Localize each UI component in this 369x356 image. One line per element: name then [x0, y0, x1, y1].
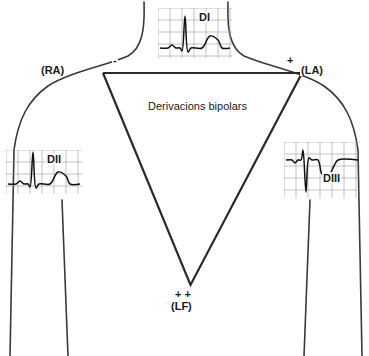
ecg-strip: DI: [158, 8, 232, 58]
lead-name: DII: [46, 153, 62, 165]
ecg-wave: [286, 150, 358, 192]
lead-name: DI: [198, 11, 211, 23]
ecg-wave: [8, 152, 80, 188]
right-arm-line: [304, 200, 310, 356]
electrode-label: (LA): [300, 64, 324, 76]
einthoven-triangle: Derivacions bipolars: [100, 70, 305, 288]
electrode-label: (LF): [170, 300, 193, 312]
ecg-grid: [284, 142, 360, 198]
right-body-outline: [228, 2, 362, 356]
ecg-wave: [160, 16, 230, 52]
ecg-strip: DII: [6, 150, 82, 194]
lead-name: DIII: [322, 172, 341, 184]
electrode-label: (RA): [40, 64, 65, 76]
left-body-outline: [10, 2, 144, 356]
ecg-grid: [158, 8, 232, 58]
polarity-sign: -: [112, 54, 118, 66]
ecg-grid: [6, 150, 82, 194]
triangle-title: Derivacions bipolars: [90, 70, 305, 112]
left-arm-line: [62, 200, 68, 356]
polarity-sign: +: [286, 54, 294, 66]
polarity-sign: + +: [174, 288, 192, 300]
ecg-strip: DIII: [284, 142, 360, 198]
